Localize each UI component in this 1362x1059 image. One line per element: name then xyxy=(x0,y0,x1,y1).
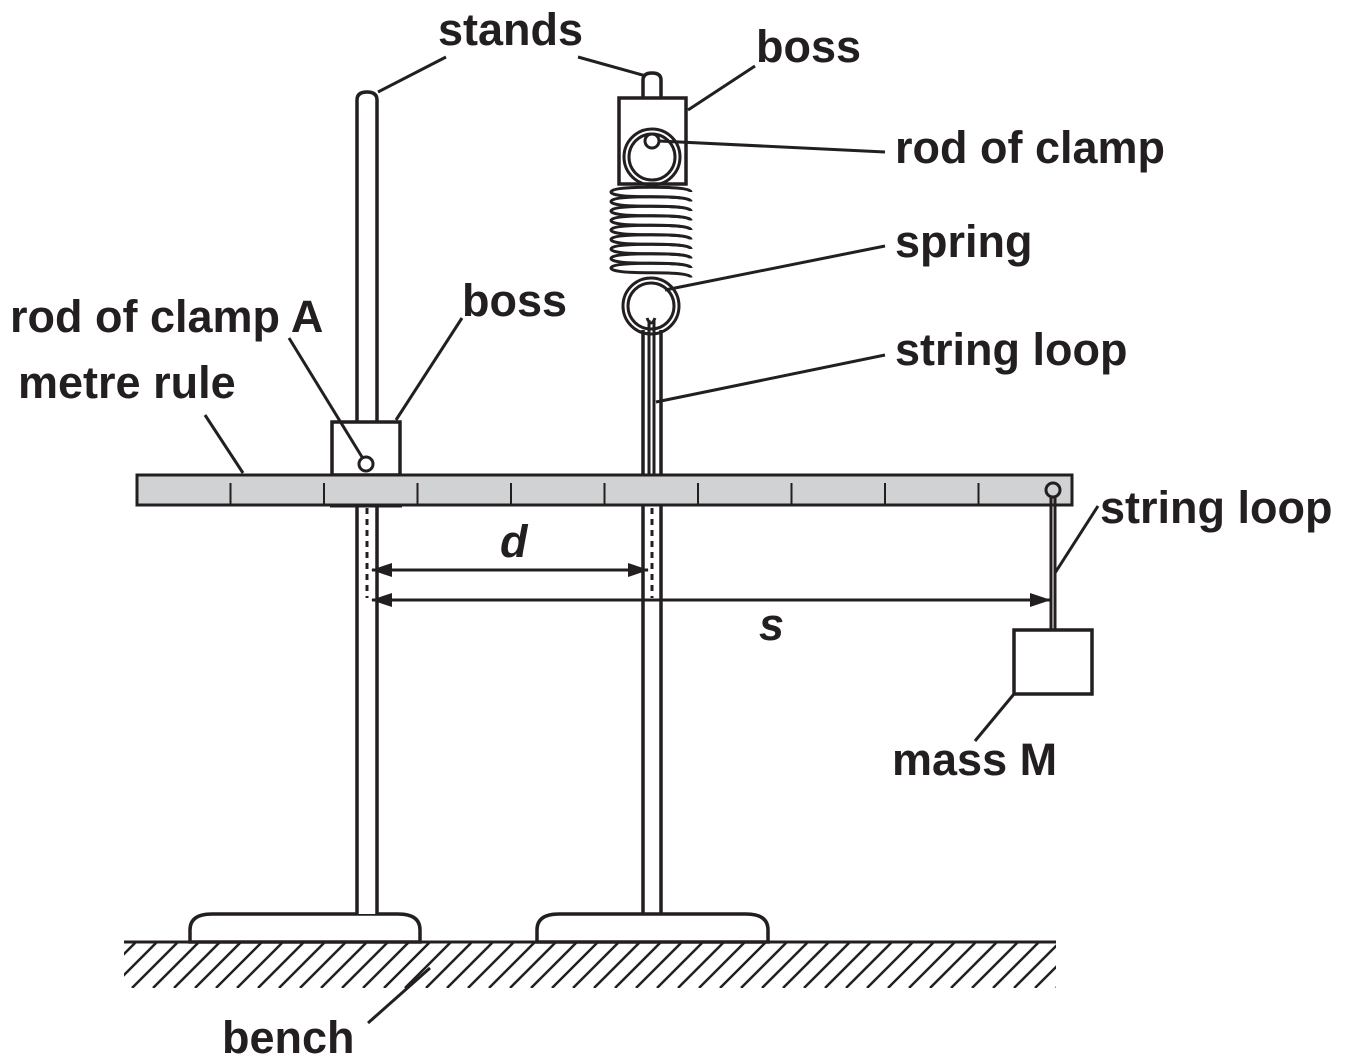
hatch-line xyxy=(404,942,452,988)
hatch-line xyxy=(530,942,578,988)
spring-coil xyxy=(609,267,693,279)
right-stand-rod-top xyxy=(641,71,663,98)
hatch-line xyxy=(152,942,200,988)
label-boss-top: boss xyxy=(756,21,861,72)
hatch-line xyxy=(635,942,683,988)
rod-of-clamp-a xyxy=(357,455,375,473)
hatch-line xyxy=(341,942,389,988)
hatch-line xyxy=(614,942,662,988)
hatch-line xyxy=(1077,942,1123,988)
label-boss-left: boss xyxy=(462,275,567,326)
label-s: s xyxy=(759,599,784,650)
left-stand-base xyxy=(188,912,422,944)
spring-coil xyxy=(609,242,693,250)
bench-hatching xyxy=(124,942,1144,988)
hatch-line xyxy=(719,942,767,988)
hatch-line xyxy=(992,942,1040,988)
hatch-line xyxy=(761,942,809,988)
hatch-line xyxy=(425,942,473,988)
hatch-line xyxy=(1055,986,1056,988)
hatch-line xyxy=(383,942,431,988)
hatch-line xyxy=(257,942,305,988)
hatch-line xyxy=(320,942,368,988)
hatch-line xyxy=(1013,944,1056,988)
hatch-line xyxy=(299,942,347,988)
label-stands: stands xyxy=(438,4,583,55)
hatch-line xyxy=(124,942,137,956)
hatch-line xyxy=(551,942,599,988)
hatch-line xyxy=(887,942,935,988)
hatch-line xyxy=(467,942,515,988)
hatch-line xyxy=(740,942,788,988)
lower-string-loop xyxy=(1049,497,1057,630)
hatch-line xyxy=(656,942,704,988)
right-stand-base xyxy=(535,912,770,944)
spring-coil xyxy=(609,185,693,193)
hatch-line xyxy=(124,942,158,977)
hatch-line xyxy=(908,942,956,988)
spring-coil xyxy=(609,195,693,203)
dimension-s xyxy=(371,593,1051,607)
label-metre-rule: metre rule xyxy=(18,357,236,408)
hatch-line xyxy=(866,942,914,988)
spring-coil xyxy=(609,223,693,231)
hatch-line xyxy=(1098,942,1144,988)
label-spring: spring xyxy=(895,216,1033,267)
hatch-line xyxy=(971,942,1019,988)
top-clamp-ring-outer xyxy=(622,127,682,187)
hatch-line xyxy=(362,942,410,988)
hatch-line xyxy=(509,942,557,988)
spring-lower-ring-outer xyxy=(621,276,681,336)
rule-end-hole xyxy=(1044,481,1062,499)
metre-rule-ticks xyxy=(229,483,980,505)
label-string-loop-upper: string loop xyxy=(895,324,1127,375)
leader-lines xyxy=(203,55,1100,1025)
hatch-line xyxy=(215,942,263,988)
hatch-line xyxy=(446,942,494,988)
hatch-line xyxy=(236,942,284,988)
right-stand-rod xyxy=(641,330,663,914)
hatch-line xyxy=(131,942,179,988)
spring-coil xyxy=(609,261,693,269)
hatch-line xyxy=(845,942,893,988)
hatch-line xyxy=(194,942,242,988)
hatch-line xyxy=(278,942,326,988)
hatch-line xyxy=(488,942,536,988)
spring xyxy=(609,185,693,279)
spring-lower-ring-inner xyxy=(626,281,676,331)
hatch-line xyxy=(950,942,998,988)
label-mass-m: mass M xyxy=(892,734,1057,785)
spring-coil xyxy=(609,233,693,241)
label-rod-of-clamp-a: rod of clamp A xyxy=(10,291,323,342)
hatch-line xyxy=(698,942,746,988)
spring-coil xyxy=(609,252,693,260)
spring-coil xyxy=(609,214,693,222)
label-rod-of-clamp: rod of clamp xyxy=(895,122,1165,173)
label-d: d xyxy=(500,516,529,567)
hatch-line xyxy=(677,942,725,988)
spring-coil xyxy=(609,204,693,212)
hatch-line xyxy=(929,942,977,988)
hatch-line xyxy=(1034,965,1056,988)
bench xyxy=(124,940,1144,988)
hatch-line xyxy=(803,942,851,988)
hatch-line xyxy=(572,942,620,988)
hatch-line xyxy=(173,942,221,988)
hatch-line xyxy=(824,942,872,988)
left-boss xyxy=(330,420,402,477)
label-string-loop-right: string loop xyxy=(1100,482,1332,533)
hatch-line xyxy=(782,942,830,988)
label-bench: bench xyxy=(222,1012,355,1059)
hatch-line xyxy=(593,942,641,988)
mass-m xyxy=(1012,628,1094,696)
dimension-d xyxy=(371,563,649,577)
